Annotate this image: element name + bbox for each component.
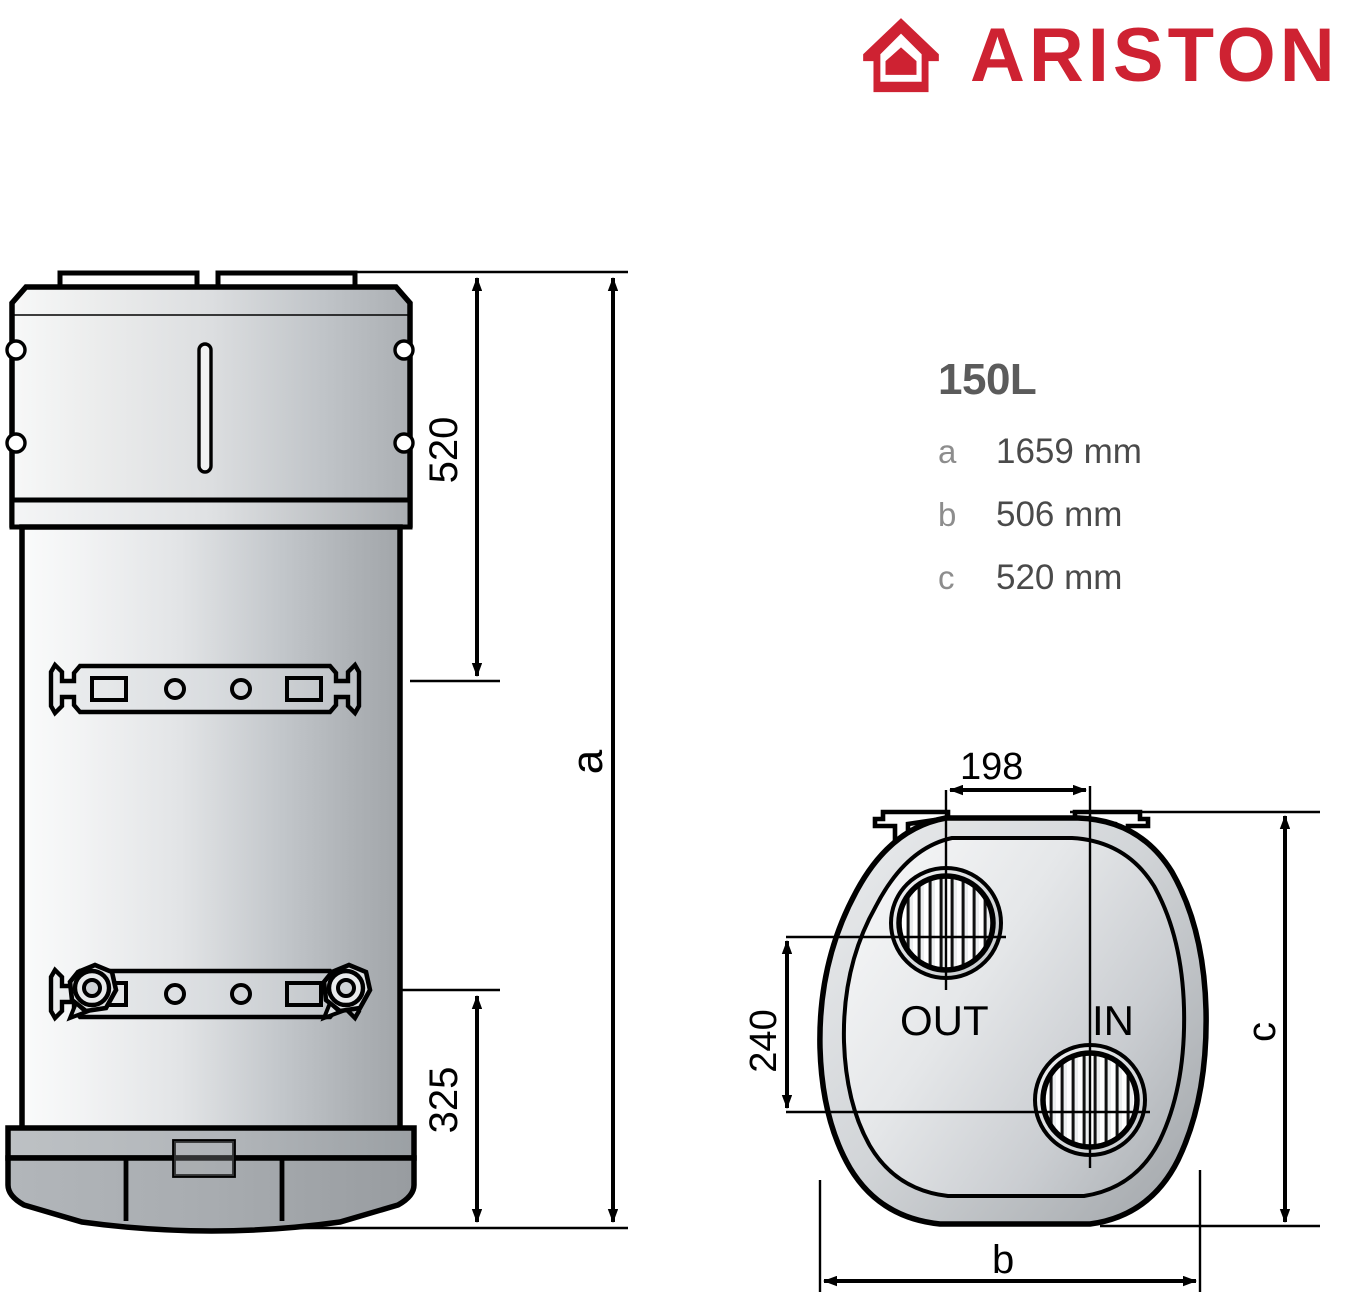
spec-row-c: c 520 mm	[938, 560, 1268, 595]
display-slot	[197, 342, 213, 474]
dimension-label-a: a	[563, 749, 612, 775]
top-view-centre-lines	[786, 815, 1150, 1168]
specification-list: 150L a 1659 mm b 506 mm c 520 mm	[938, 358, 1268, 623]
top-view-group	[781, 784, 1320, 1292]
water-fitting-left	[66, 962, 119, 1022]
dimension-label-325: 325	[422, 1066, 466, 1134]
spec-row-a: a 1659 mm	[938, 434, 1268, 469]
module-tank-band	[9, 497, 413, 530]
lower-wall-bracket	[48, 962, 373, 1022]
screw-bottom-left	[5, 432, 27, 454]
top-view-extension-lines	[818, 786, 1320, 1292]
water-fitting-right	[320, 962, 373, 1022]
base-label-plate-fill	[174, 1141, 234, 1176]
dimension-label-240: 240	[743, 1009, 785, 1073]
port-label-out: OUT	[900, 997, 989, 1044]
tank-cylinder	[19, 524, 403, 1133]
spec-value-b: 506 mm	[996, 495, 1123, 534]
base-cover	[5, 1155, 417, 1234]
dimension-label-198: 198	[960, 746, 1024, 788]
spec-key-c: c	[938, 559, 955, 596]
upper-bracket-slot-right	[285, 676, 323, 702]
base-label-plate	[172, 1139, 236, 1178]
upper-bracket-slot-left	[90, 676, 128, 702]
screw-top-left	[5, 339, 27, 361]
dimension-label-b: b	[992, 1238, 1015, 1282]
lower-bracket-hole-right	[230, 983, 252, 1005]
front-view-group	[5, 270, 628, 1234]
dimension-label-520: 520	[422, 416, 466, 484]
port-label-in: IN	[1092, 997, 1134, 1044]
upper-bracket-hole-left	[164, 678, 186, 700]
lower-bracket-slot-right	[285, 981, 323, 1007]
spec-value-a: 1659 mm	[996, 432, 1142, 471]
screw-top-right	[393, 339, 415, 361]
screw-bottom-right	[393, 432, 415, 454]
dimension-label-c: c	[1240, 1022, 1284, 1042]
brand-wordmark: ARISTON	[970, 13, 1339, 98]
house-outline-icon	[863, 18, 939, 93]
lower-bracket-hole-left	[164, 983, 186, 1005]
spec-row-b: b 506 mm	[938, 497, 1268, 532]
spec-key-a: a	[938, 433, 957, 470]
spec-key-b: b	[938, 496, 957, 533]
upper-wall-bracket	[48, 661, 362, 717]
model-capacity-title: 150L	[938, 355, 1037, 404]
upper-bracket-plate	[48, 661, 362, 717]
spec-value-c: 520 mm	[996, 558, 1123, 597]
brand-logo: ARISTON	[858, 6, 1358, 106]
upper-bracket-hole-right	[230, 678, 252, 700]
front-view-extension-lines	[286, 270, 628, 1230]
